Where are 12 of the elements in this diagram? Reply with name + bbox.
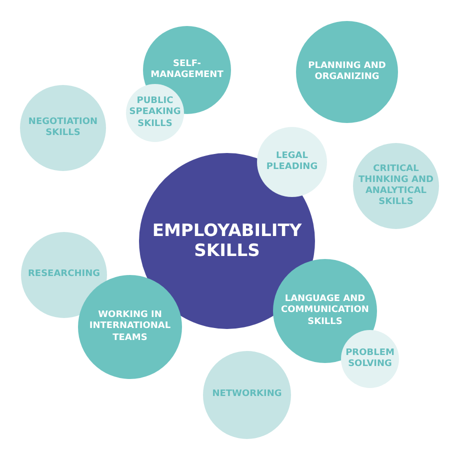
skill-label: NETWORKING <box>212 389 282 401</box>
skill-label: NEGOTIATION SKILLS <box>27 116 99 140</box>
skill-label: PLANNING AND ORGANIZING <box>307 60 387 84</box>
skill-label: CRITICAL THINKING AND ANALYTICAL SKILLS <box>358 164 434 208</box>
skill-label: PROBLEM SOLVING <box>346 348 394 370</box>
skill-label: WORKING IN INTERNATIONAL TEAMS <box>88 310 172 344</box>
skill-label: RESEARCHING <box>28 269 100 281</box>
skill-label: LEGAL PLEADING <box>265 150 319 174</box>
skill-label: PUBLIC SPEAKING SKILLS <box>129 96 181 130</box>
skill-label: LANGUAGE AND COMMUNICATION SKILLS <box>280 294 370 328</box>
skill-label: EMPLOYABILITY SKILLS <box>152 220 302 262</box>
skill-label: SELF-MANAGEMENT <box>150 58 224 82</box>
